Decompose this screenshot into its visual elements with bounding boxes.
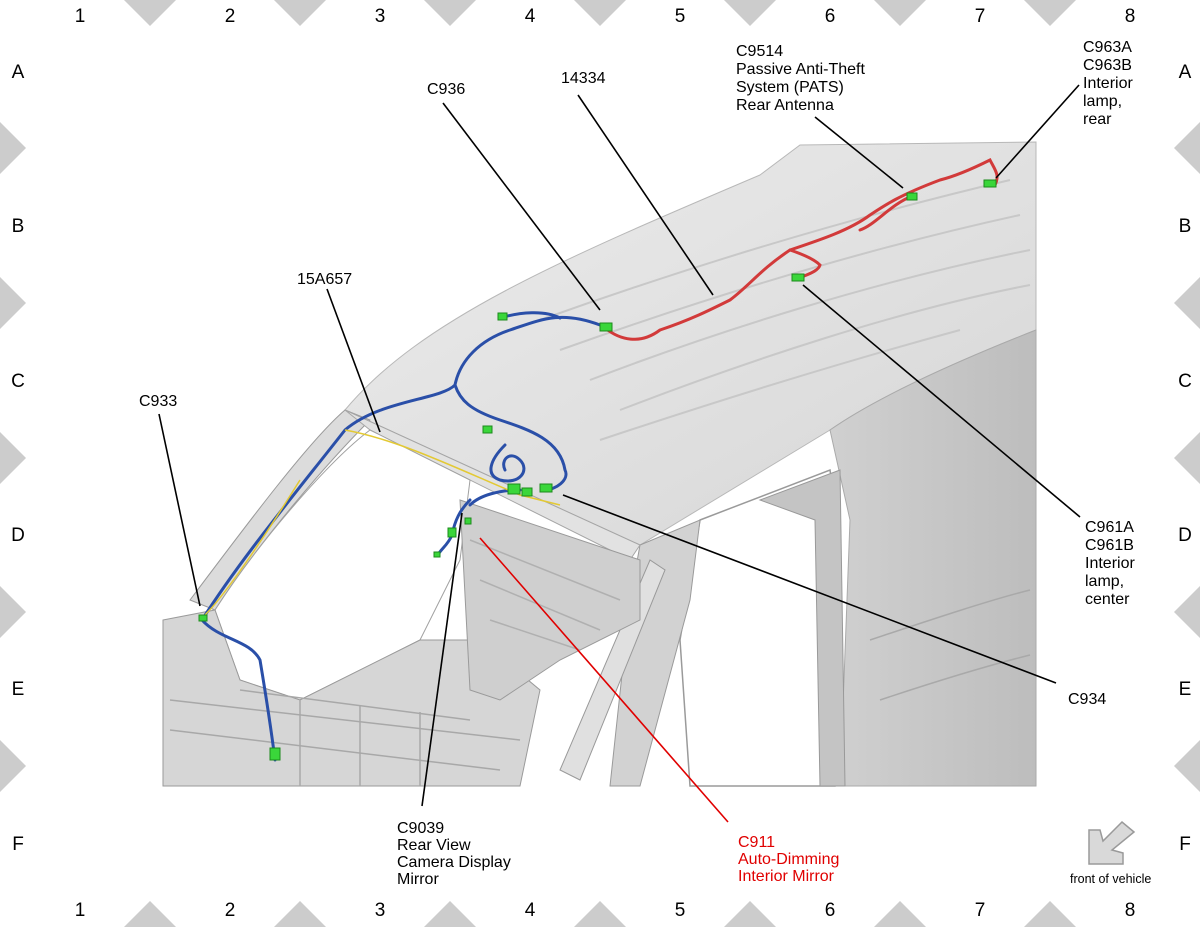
grid-column-label: 8: [1125, 6, 1136, 27]
leader-line-c936: [442, 102, 601, 311]
connector-marker: [983, 179, 997, 188]
leader-line-c963: [995, 84, 1080, 179]
grid-column-label: 3: [375, 6, 386, 27]
grid-column-label: 4: [525, 6, 536, 27]
label-c963: C963A C963B Interior lamp, rear: [1083, 39, 1137, 128]
grid-column-label: 1: [75, 6, 86, 27]
grid-marker: [1174, 740, 1200, 792]
leader-line-15a657: [326, 288, 381, 433]
grid-row-label: B: [1179, 216, 1192, 237]
grid-row-label: B: [12, 216, 25, 237]
grid-marker: [574, 0, 626, 26]
label-15a657: 15A657: [297, 271, 352, 288]
connector-marker: [599, 322, 613, 332]
leader-lines: [158, 84, 1081, 823]
grid-marker: [724, 0, 776, 26]
grid-marker: [274, 901, 326, 927]
grid-row-label: A: [1179, 62, 1192, 83]
grid-marker: [124, 0, 176, 26]
grid-column-label: 5: [675, 6, 686, 27]
grid-marker: [1174, 122, 1200, 174]
grid-marker: [424, 0, 476, 26]
connector-marker: [198, 614, 208, 622]
label-c911: C911 Auto-Dimming Interior Mirror: [738, 834, 844, 885]
red-harness-14334: [603, 157, 999, 341]
grid-row-label: C: [1178, 371, 1192, 392]
grid-marker: [724, 901, 776, 927]
grid-marker: [0, 122, 26, 174]
grid-row-label: D: [1178, 525, 1192, 546]
front-of-vehicle-label: front of vehicle: [1070, 872, 1151, 886]
connector-marker: [433, 551, 441, 558]
leader-line-c9039: [421, 512, 463, 807]
connector-marker: [482, 425, 493, 434]
connector-marker: [497, 312, 508, 321]
grid-marker: [1174, 586, 1200, 638]
label-c936: C936: [427, 81, 465, 98]
connector-marker: [521, 487, 533, 497]
blue-harness-15A657: [200, 311, 602, 762]
grid-column-label: 3: [375, 900, 386, 921]
front-of-vehicle-indicator: front of vehicle: [1070, 820, 1151, 886]
grid-column-label: 6: [825, 6, 836, 27]
grid-marker: [1174, 277, 1200, 329]
vehicle-body-illustration: [162, 140, 1037, 787]
grid-marker: [1174, 432, 1200, 484]
leader-line-c933: [158, 413, 201, 607]
grid-marker: [0, 432, 26, 484]
connector-marker: [447, 527, 457, 538]
grid-column-label: 6: [825, 900, 836, 921]
grid-marker: [0, 586, 26, 638]
connector-marker: [464, 517, 472, 525]
grid-column-label: 5: [675, 900, 686, 921]
grid-marker: [124, 901, 176, 927]
grid-row-label: A: [12, 62, 25, 83]
grid-row-label: F: [12, 834, 24, 855]
label-c9514: C9514 Passive Anti-Theft System (PATS) R…: [736, 43, 869, 114]
grid-marker: [1024, 901, 1076, 927]
label-c934: C934: [1068, 691, 1106, 708]
label-c933: C933: [139, 393, 177, 410]
connector-marker: [791, 273, 805, 282]
label-c961: C961A C961B Interior lamp, center: [1085, 519, 1139, 608]
grid-marker: [1024, 0, 1076, 26]
grid-column-label: 8: [1125, 900, 1136, 921]
connector-markers: [198, 179, 997, 761]
front-arrow-icon: [1088, 820, 1136, 865]
label-c9039: C9039 Rear View Camera Display Mirror: [397, 820, 515, 888]
grid-column-label: 7: [975, 6, 986, 27]
connector-marker: [539, 483, 553, 493]
connector-marker: [507, 483, 521, 495]
grid-marker: [274, 0, 326, 26]
leader-line-c9514: [814, 116, 904, 189]
leader-line-c911: [479, 537, 729, 823]
grid-marker: [0, 740, 26, 792]
label-14334: 14334: [561, 70, 606, 87]
grid-marker: [874, 901, 926, 927]
grid-row-label: C: [11, 371, 25, 392]
connector-marker: [269, 747, 281, 761]
leader-line-14334: [577, 94, 714, 296]
grid-column-label: 4: [525, 900, 536, 921]
grid-column-label: 1: [75, 900, 86, 921]
grid-column-label: 7: [975, 900, 986, 921]
grid-row-label: E: [12, 679, 25, 700]
grid-row-label: F: [1179, 834, 1191, 855]
grid-row-label: D: [11, 525, 25, 546]
connector-marker: [906, 192, 918, 201]
grid-marker: [0, 277, 26, 329]
leader-line-c961: [802, 284, 1081, 518]
grid-column-label: 2: [225, 900, 236, 921]
grid-column-label: 2: [225, 6, 236, 27]
grid-marker: [424, 901, 476, 927]
leader-line-c934: [562, 494, 1057, 684]
grid-marker: [574, 901, 626, 927]
grid-marker: [874, 0, 926, 26]
grid-row-label: E: [1179, 679, 1192, 700]
